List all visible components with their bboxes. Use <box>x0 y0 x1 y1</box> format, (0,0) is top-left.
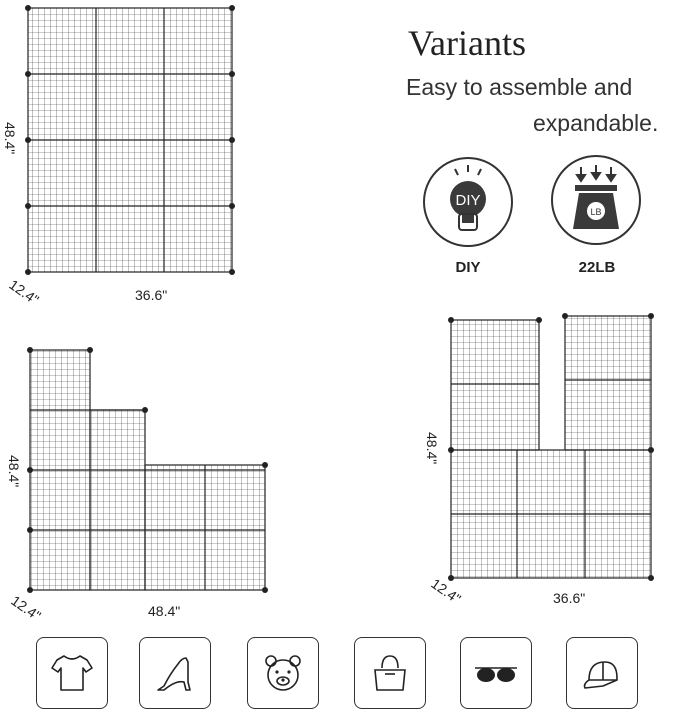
tshirt-icon <box>51 655 93 691</box>
variant-2-height-label: 48.4" <box>6 455 22 488</box>
subtitle-line-2: expandable. <box>533 110 659 136</box>
teddy-bear-icon <box>265 655 301 691</box>
tshirt-icon-tile <box>36 637 108 709</box>
weight-inner-text: LB <box>590 207 601 217</box>
variant-3-height-label: 48.4" <box>424 432 440 465</box>
high-heel-icon-tile <box>139 637 211 709</box>
diy-lightbulb-icon: DIY <box>450 165 486 231</box>
sunglasses-icon-tile <box>460 637 532 709</box>
diy-inner-text: DIY <box>455 192 480 209</box>
cap-icon <box>583 661 618 689</box>
handbag-icon <box>374 655 406 691</box>
diy-badge: DIY <box>423 157 513 247</box>
weight-badge: LB <box>551 155 641 245</box>
variant-1-height-label: 48.4" <box>2 122 18 155</box>
teddy-bear-icon-tile <box>247 637 319 709</box>
high-heel-icon <box>157 657 191 691</box>
subtitle-line-1: Easy to assemble and <box>406 74 633 100</box>
variant-3-width-label: 36.6" <box>553 590 586 606</box>
diy-label: DIY <box>455 259 481 276</box>
sunglasses-icon <box>475 667 517 682</box>
section-title: Variants <box>408 23 526 63</box>
variant-3x4-cube-illustration <box>25 5 235 275</box>
variant-2-width-label: 48.4" <box>148 603 181 619</box>
variant-two-towers-cube-illustration <box>448 313 654 581</box>
weight-label: 22LB <box>578 259 616 276</box>
cap-icon-tile <box>566 637 638 709</box>
handbag-icon-tile <box>354 637 426 709</box>
weight-scale-icon: LB <box>573 165 619 229</box>
variant-staircase-cube-illustration <box>27 347 268 593</box>
variant-1-width-label: 36.6" <box>135 287 168 303</box>
